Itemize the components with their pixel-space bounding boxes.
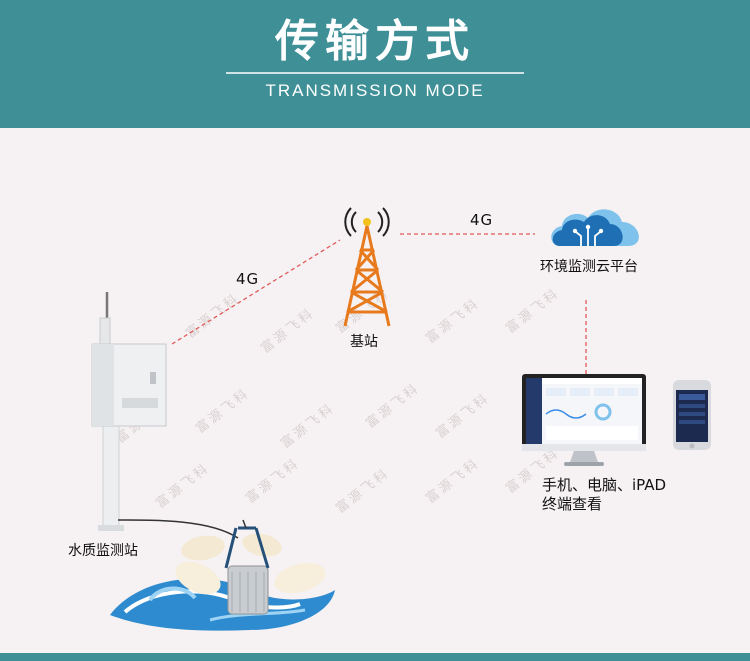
phone-icon — [673, 380, 711, 450]
footer-bar — [0, 653, 750, 661]
title-divider — [226, 72, 524, 74]
tower-label: 基站 — [350, 334, 378, 350]
signal-tower-icon — [343, 207, 391, 327]
buoy-icon — [175, 519, 326, 615]
link-label-tower-cloud: 4G — [470, 211, 494, 229]
devices-label-line1: 手机、电脑、iPAD — [542, 476, 667, 494]
station-icon — [91, 292, 239, 539]
station-label: 水质监测站 — [68, 543, 138, 559]
monitor-icon — [522, 374, 646, 466]
devices-label-line2: 终端查看 — [542, 495, 603, 513]
cloud-icon — [551, 209, 639, 246]
page-title: 传输方式 — [275, 16, 475, 67]
page-subtitle: TRANSMISSION MODE — [265, 81, 485, 100]
cloud-label: 环境监测云平台 — [540, 259, 638, 275]
devices-label: 手机、电脑、iPAD 终端查看 — [542, 476, 666, 514]
link-station-to-tower — [171, 239, 341, 345]
header-banner: 传输方式 TRANSMISSION MODE — [0, 0, 750, 128]
link-label-station-tower: 4G — [236, 270, 260, 288]
